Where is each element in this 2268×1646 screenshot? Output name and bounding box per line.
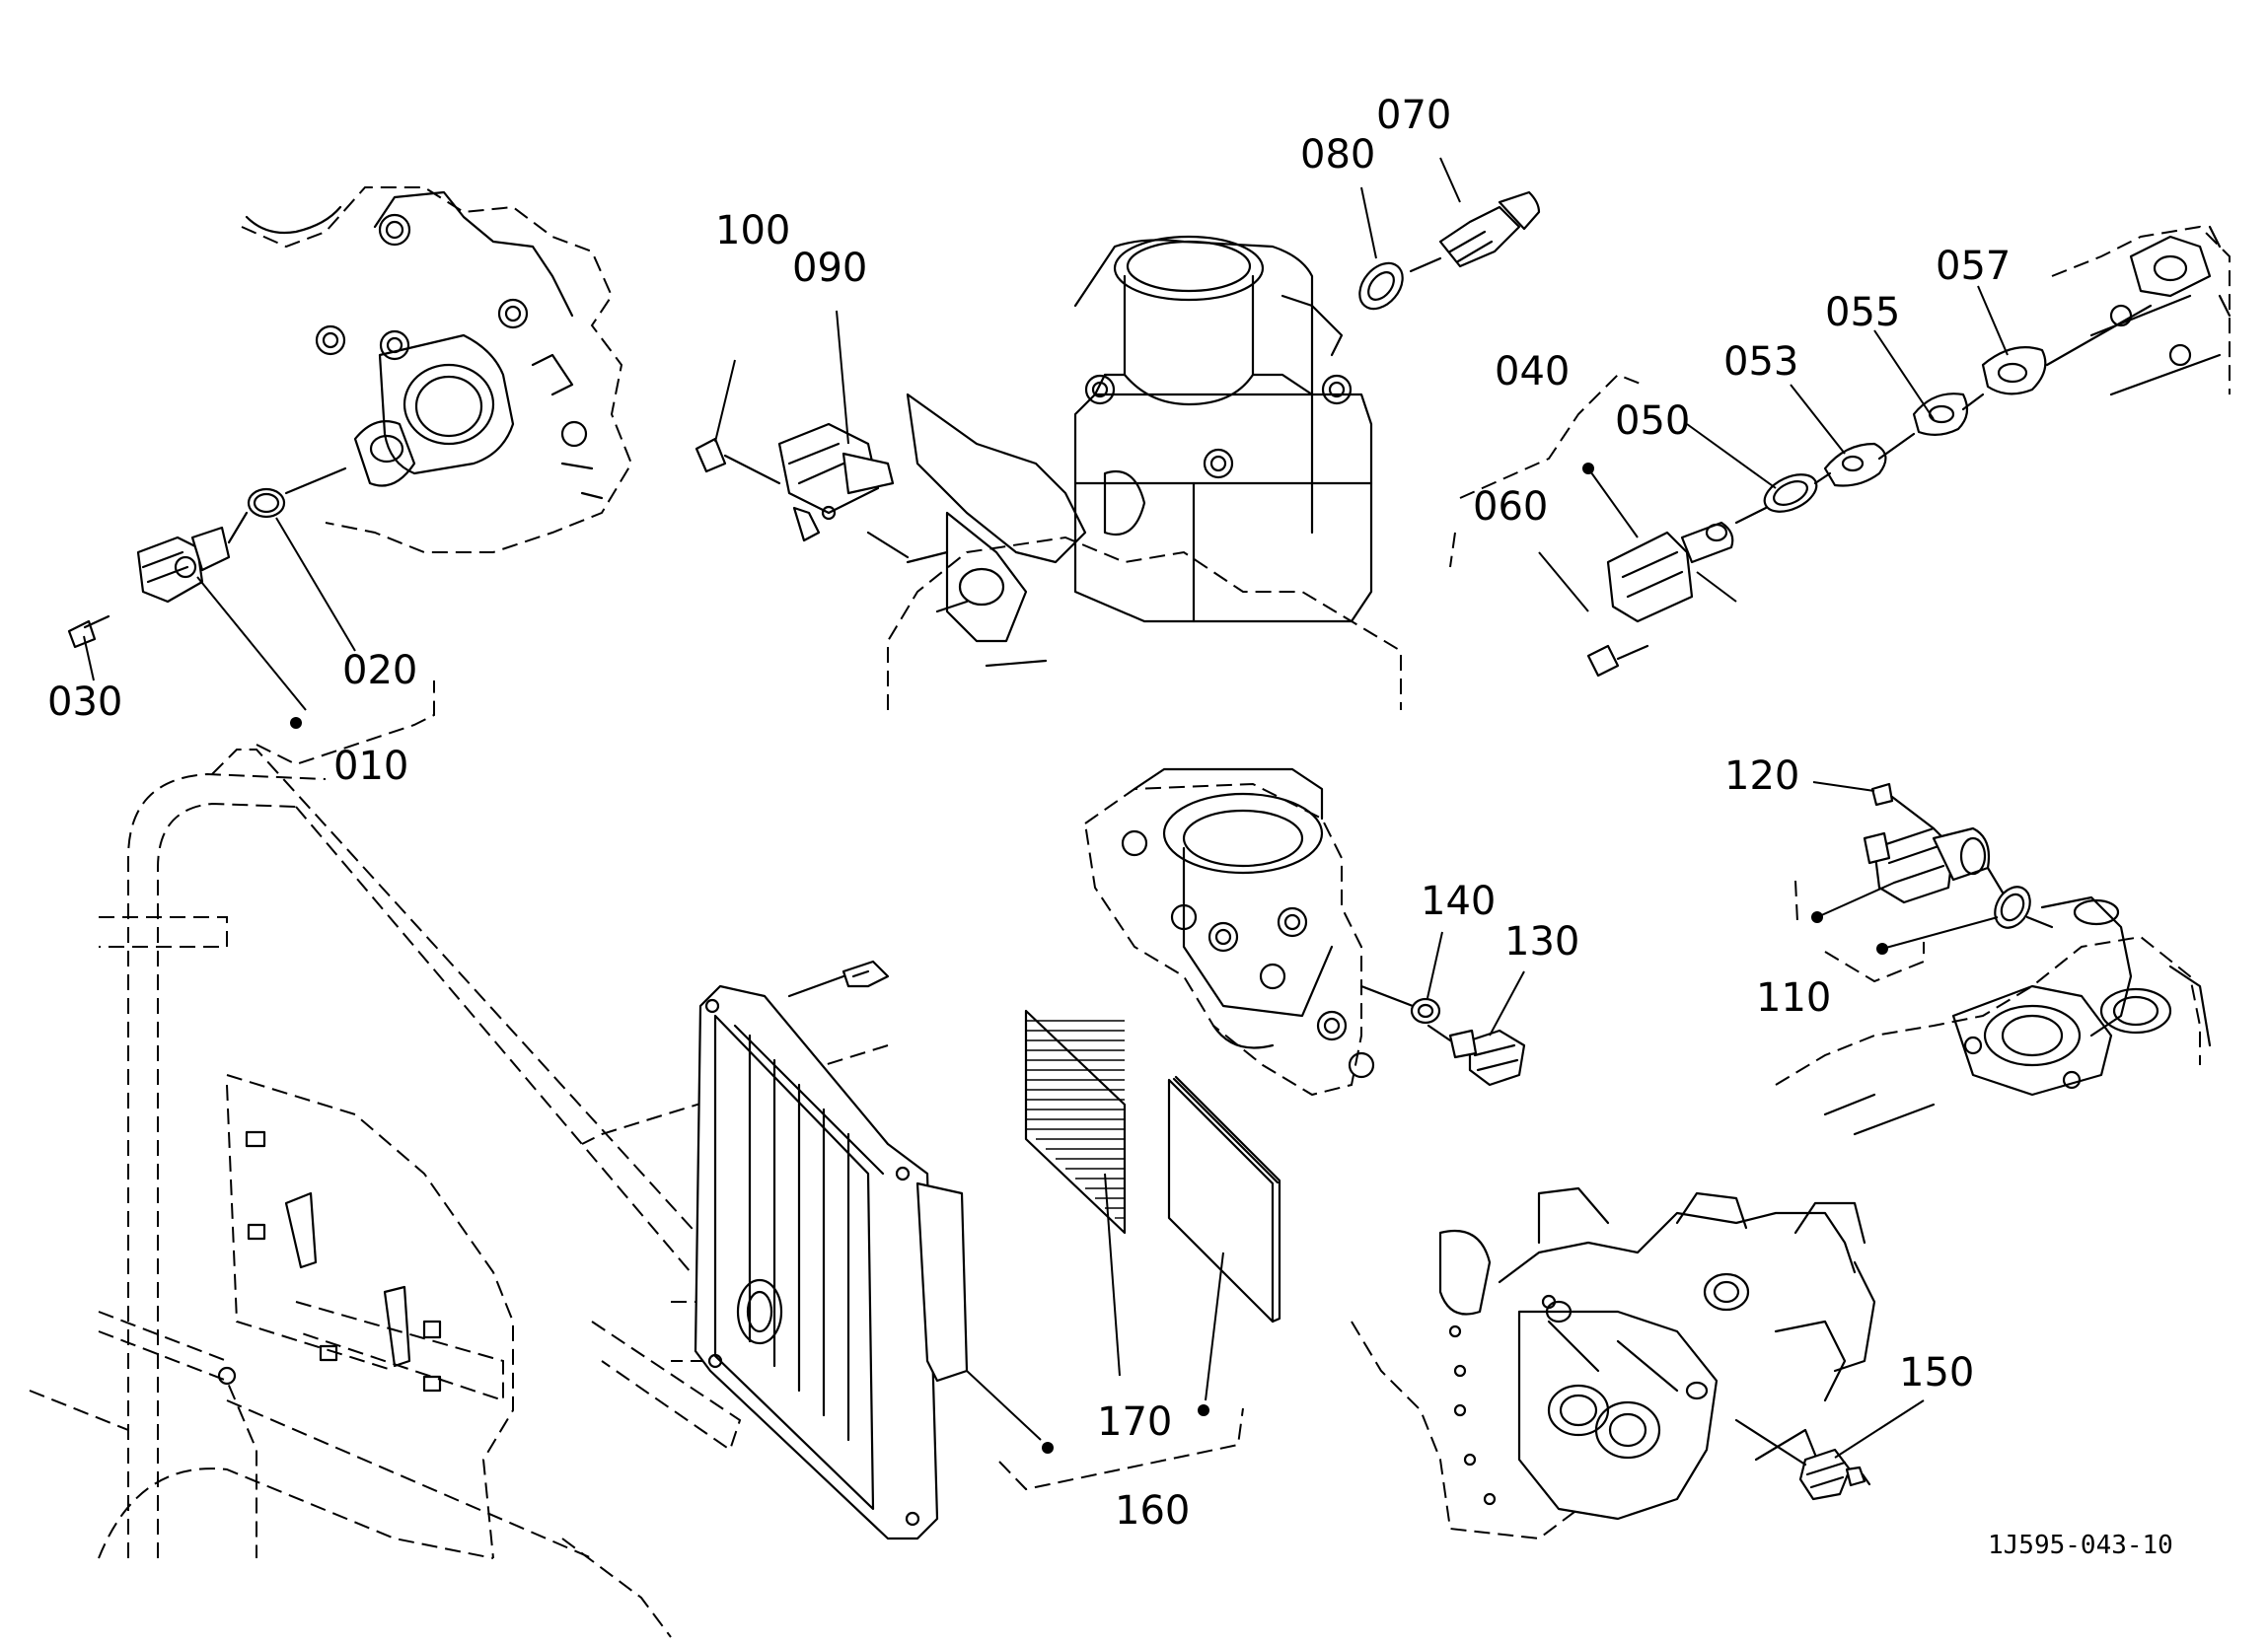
callout-055: 055 <box>1825 290 1900 335</box>
callout-140: 140 <box>1421 879 1496 924</box>
callout-080: 080 <box>1300 132 1375 178</box>
machine-frame <box>29 749 889 1638</box>
group-bracket-010 <box>256 680 435 766</box>
group-bracket-040 <box>1449 373 1644 568</box>
sensor-090 <box>695 310 910 559</box>
temperature-sensor-130 <box>1359 931 1526 1087</box>
thermostat-housing <box>887 235 1402 710</box>
callout-010: 010 <box>333 744 408 789</box>
temperature-sensor-010 <box>67 466 356 729</box>
engine-block-top-right <box>2051 225 2231 396</box>
temperature-sensor-070 <box>1358 157 1541 311</box>
callout-020: 020 <box>342 648 417 693</box>
group-bracket-110 <box>1794 880 1925 983</box>
callout-070: 070 <box>1376 93 1451 138</box>
callout-160: 160 <box>1115 1488 1190 1534</box>
callout-labels: 010 020 030 040 050 053 055 057 060 070 … <box>47 93 2173 1560</box>
callout-053: 053 <box>1723 339 1798 385</box>
callout-050: 050 <box>1615 398 1690 444</box>
ecu-unit-160 <box>694 960 1054 1540</box>
oil-pressure-switch-150 <box>1734 1399 1925 1501</box>
sensor-110 <box>1811 781 2054 955</box>
engine-block-right-middle <box>1775 895 2212 1136</box>
callout-057: 057 <box>1936 244 2011 289</box>
callout-110: 110 <box>1756 975 1831 1021</box>
engine-housing-top-left <box>241 186 633 553</box>
callout-130: 130 <box>1504 919 1579 965</box>
callout-030: 030 <box>47 680 122 725</box>
sensor-040 <box>1538 285 2153 678</box>
heat-pad-170 <box>1024 1009 1281 1416</box>
callout-170: 170 <box>1097 1399 1172 1445</box>
callout-090: 090 <box>792 246 867 291</box>
callout-120: 120 <box>1724 753 1799 799</box>
callout-100: 100 <box>715 208 790 253</box>
diagram-reference-code: 1J595-043-10 <box>1988 1531 2173 1560</box>
callout-150: 150 <box>1899 1350 1974 1396</box>
group-bracket-160 <box>998 1407 1244 1491</box>
engine-block-bottom-right <box>1351 1186 1876 1540</box>
callout-040: 040 <box>1495 349 1570 394</box>
water-flange-housing <box>1083 767 1375 1097</box>
callout-060: 060 <box>1473 484 1548 530</box>
